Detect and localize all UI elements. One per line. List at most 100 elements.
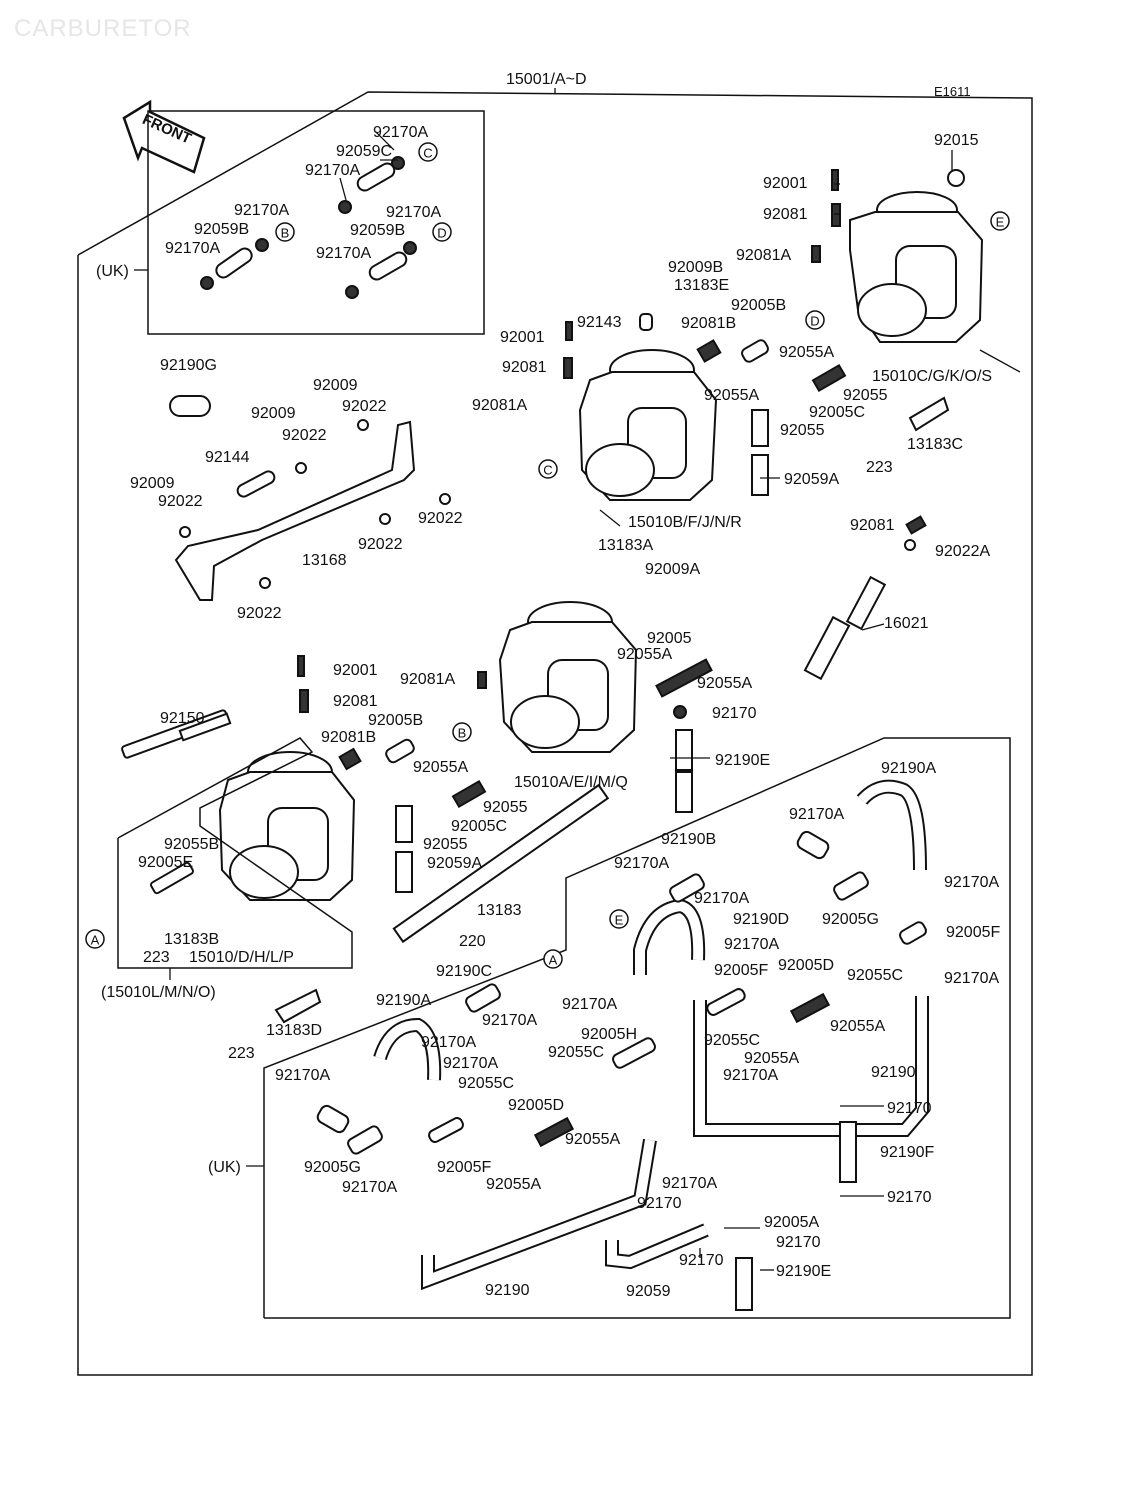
marker-e-icon: E <box>609 909 629 929</box>
part-label: 92170A <box>443 1055 498 1072</box>
marker-c-icon: C <box>538 459 558 479</box>
part-label: 92055 <box>483 799 528 816</box>
part-label: 92081B <box>681 315 736 332</box>
part-label: 220 <box>459 933 486 950</box>
carb-4-group-box <box>117 737 353 969</box>
part-label: 16021 <box>884 615 929 632</box>
part-label: 13168 <box>302 552 347 569</box>
part-label: 92005H <box>581 1026 637 1043</box>
part-label: 92081 <box>850 517 895 534</box>
part-label: 92005C <box>451 818 507 835</box>
part-label: 92022 <box>342 398 387 415</box>
marker-letter: B <box>458 726 467 741</box>
part-label: 92009 <box>313 377 358 394</box>
part-label: (15010L/M/N/O) <box>101 984 216 1001</box>
part-label: 92170A <box>342 1179 397 1196</box>
marker-e-icon: E <box>990 211 1010 231</box>
part-label: 92190A <box>881 760 936 777</box>
part-label: 92190C <box>436 963 492 980</box>
part-label: 92059A <box>427 855 482 872</box>
part-label: 92170A <box>234 202 289 219</box>
part-label: 92055C <box>704 1032 760 1049</box>
marker-letter: C <box>423 146 432 161</box>
part-label: 92170A <box>694 890 749 907</box>
part-label: 92005A <box>764 1214 819 1231</box>
part-label: 92081B <box>321 729 376 746</box>
part-label: 92055C <box>847 967 903 984</box>
figure-code: E1611 <box>934 84 971 99</box>
part-label: 92005B <box>368 712 423 729</box>
part-label: 92055 <box>423 836 468 853</box>
part-label: 92170A <box>275 1067 330 1084</box>
part-label: 92005D <box>778 957 834 974</box>
uk-label-top: (UK) <box>96 263 129 280</box>
part-label: 92055 <box>780 422 825 439</box>
part-label: 92059A <box>784 471 839 488</box>
part-label: 92009B <box>668 259 723 276</box>
part-label: 92059C <box>336 143 392 160</box>
part-label: 92170A <box>789 806 844 823</box>
marker-letter: A <box>549 953 558 968</box>
part-label: 92170A <box>662 1175 717 1192</box>
marker-c-icon: C <box>418 142 438 162</box>
part-label: 223 <box>866 459 893 476</box>
uk-hoses-top <box>200 156 417 299</box>
part-label: 92170 <box>776 1234 821 1251</box>
part-label: 92059B <box>350 222 405 239</box>
marker-letter: D <box>437 226 446 241</box>
part-label: 92170 <box>712 705 757 722</box>
carburetor-body-2 <box>849 191 984 343</box>
part-label: 13183C <box>907 436 963 453</box>
part-label: 15010C/G/K/O/S <box>872 368 992 385</box>
part-label: 92055A <box>486 1176 541 1193</box>
reference-markers: C B D E D C B A E A <box>85 142 1010 969</box>
part-label: 92081A <box>472 397 527 414</box>
marker-letter: D <box>810 314 819 329</box>
uk-hose-box-bottom <box>263 737 1011 1319</box>
part-label: 92190E <box>776 1263 831 1280</box>
part-label: 92170A <box>421 1034 476 1051</box>
part-label: 92055A <box>413 759 468 776</box>
carb-bracket <box>169 395 451 601</box>
part-label: 92190F <box>880 1144 934 1161</box>
small-parts <box>121 169 965 1024</box>
part-label: 92170A <box>944 970 999 987</box>
leader-lines <box>339 131 1021 1271</box>
marker-letter: B <box>281 226 290 241</box>
part-label: 92170A <box>614 855 669 872</box>
assembly-number: 15001/A~D <box>506 71 587 88</box>
part-label: 92081 <box>502 359 547 376</box>
part-label: 13183 <box>477 902 522 919</box>
part-label: 92055A <box>704 387 759 404</box>
part-label: 92005G <box>304 1159 361 1176</box>
marker-letter: A <box>91 933 100 948</box>
part-number-labels: 92170A92059C92170A92170A92059B92170A9217… <box>101 124 1000 1300</box>
part-label: 92009A <box>645 561 700 578</box>
part-label: 92190 <box>871 1064 916 1081</box>
part-label: 92059 <box>626 1283 671 1300</box>
part-label: 92081A <box>400 671 455 688</box>
part-label: 92055C <box>548 1044 604 1061</box>
part-label: 92170A <box>386 204 441 221</box>
part-label: 92055C <box>458 1075 514 1092</box>
part-label: 92005G <box>822 911 879 928</box>
part-label: 223 <box>228 1045 255 1062</box>
part-label: 92022 <box>282 427 327 444</box>
part-label: 92190B <box>661 831 716 848</box>
part-label: 92170 <box>679 1252 724 1269</box>
marker-letter: E <box>996 215 1005 230</box>
marker-letter: C <box>543 463 552 478</box>
marker-d-icon: D <box>805 310 825 330</box>
part-label: 92170A <box>165 240 220 257</box>
part-label: 92190A <box>376 992 431 1009</box>
part-label: 92009 <box>251 405 296 422</box>
marker-b-icon: B <box>452 722 472 742</box>
part-label: 92170A <box>482 1012 537 1029</box>
part-label: 15010A/E/I/M/Q <box>514 774 628 791</box>
part-label: 92005F <box>946 924 1000 941</box>
part-label: 92170 <box>637 1195 682 1212</box>
part-label: 13183A <box>598 537 653 554</box>
part-label: 92190D <box>733 911 789 928</box>
